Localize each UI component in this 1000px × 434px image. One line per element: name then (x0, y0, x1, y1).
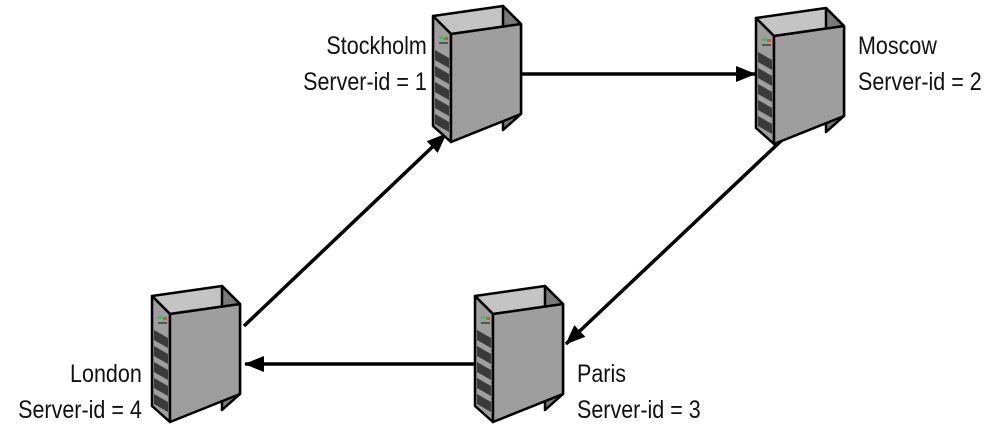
server-id-text: Server-id = 3 (577, 396, 701, 424)
server-id-text: Server-id = 4 (18, 396, 142, 424)
node-label-stockholm: Stockholm Server-id = 1 (303, 28, 427, 100)
arrow-london-to-stockholm (242, 132, 448, 328)
server-tower-icon (431, 4, 523, 144)
node-label-moscow: Moscow Server-id = 2 (858, 28, 982, 100)
server-id-text: Server-id = 1 (303, 68, 427, 96)
node-label-paris: Paris Server-id = 3 (577, 356, 701, 428)
city-name: London (70, 360, 142, 388)
server-tower-icon (473, 284, 565, 424)
server-tower-icon (754, 6, 846, 146)
server-tower-icon (150, 284, 242, 424)
server-id-text: Server-id = 2 (858, 68, 982, 96)
node-label-london: London Server-id = 4 (18, 356, 142, 428)
city-name: Stockholm (326, 32, 427, 60)
city-name: Paris (577, 360, 626, 388)
city-name: Moscow (858, 32, 937, 60)
arrow-moscow-to-paris (564, 138, 784, 346)
